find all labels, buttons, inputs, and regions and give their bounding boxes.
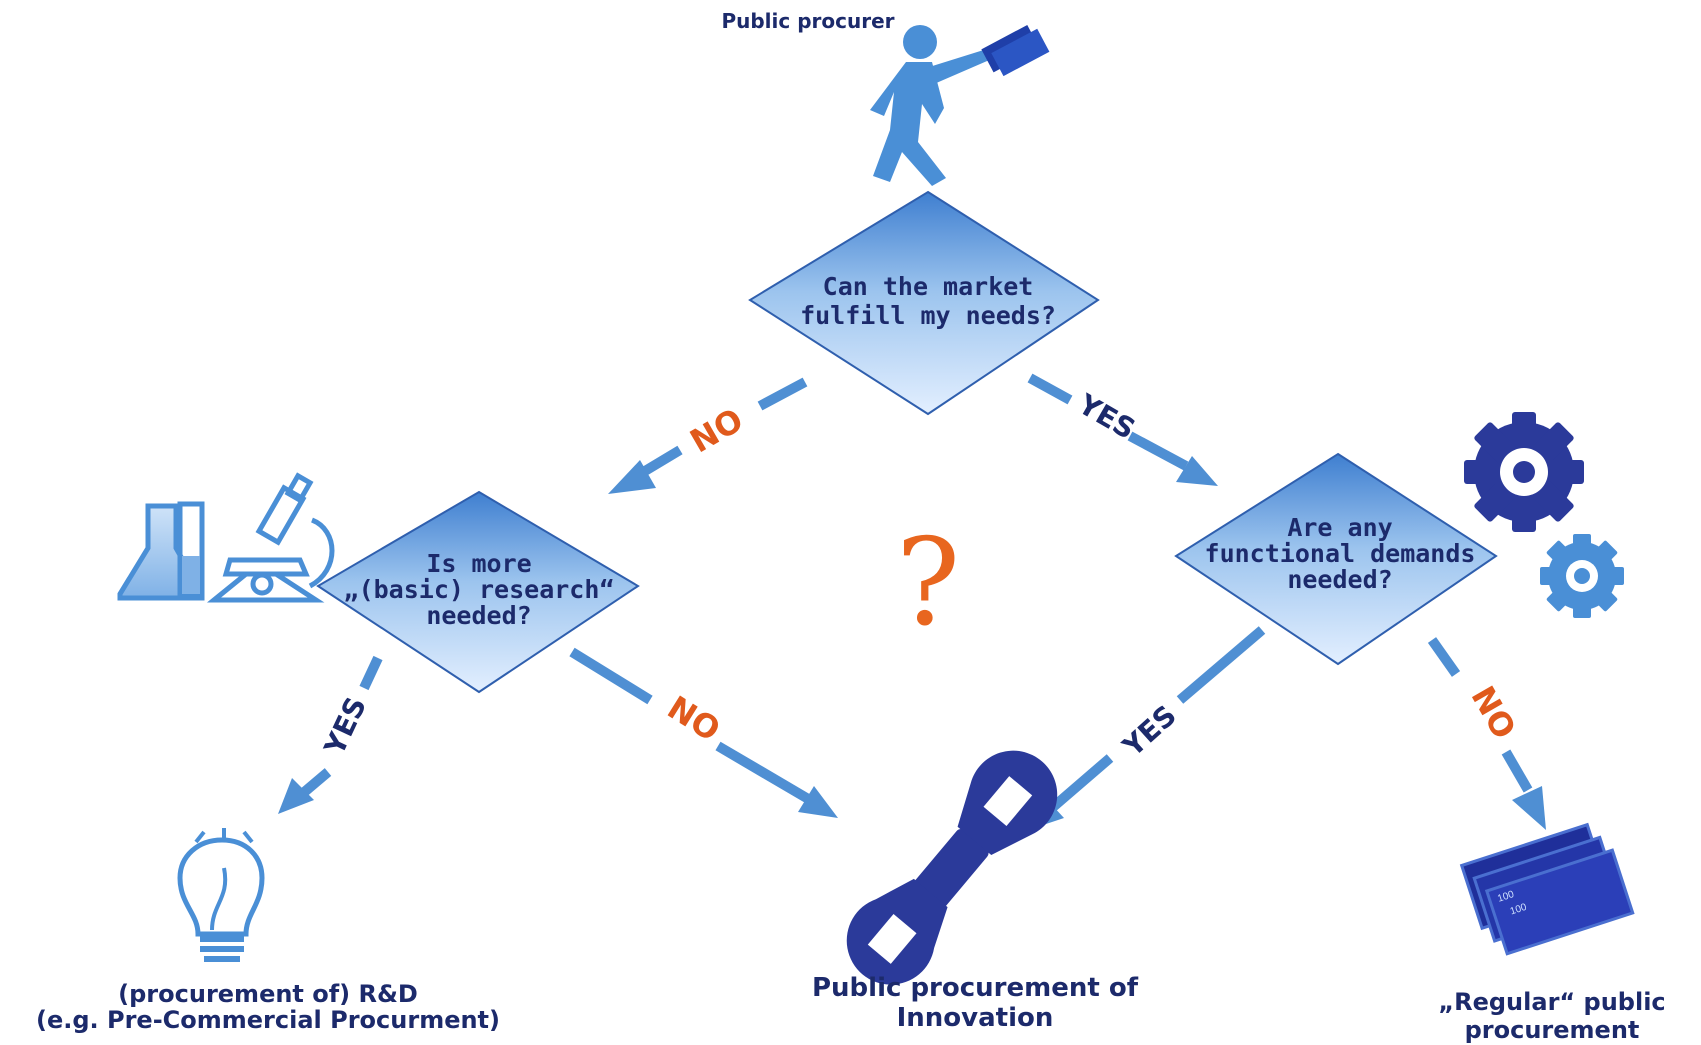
decision-functional: Are any functional demands needed? <box>1174 452 1498 666</box>
arrow-market-no <box>608 377 808 494</box>
decision-market-line-1: Can the market <box>823 272 1034 301</box>
decision-functional-line-2: functional demands <box>1205 539 1476 568</box>
decision-market: Can the market fulfill my needs? <box>748 190 1100 416</box>
outcome-ppi-line-2: Innovation <box>897 1003 1054 1033</box>
label-market-no: NO <box>684 401 750 461</box>
decision-research-line-3: needed? <box>426 601 531 630</box>
outcome-regular-line-1: „Regular“ public <box>1438 988 1665 1016</box>
label-research-no: NO <box>661 688 727 749</box>
decision-research-line-2: „(basic) research“ <box>344 575 615 604</box>
banknote-value-2: 100 <box>1509 902 1529 918</box>
gears-icon <box>1464 412 1624 618</box>
wrench-icon <box>846 750 1058 985</box>
lab-flask-icon <box>117 501 205 601</box>
decision-research: Is more „(basic) research“ needed? <box>316 490 640 694</box>
arrow-research-no <box>569 647 838 818</box>
banknotes-icon: 100 100 <box>1459 822 1635 956</box>
question-mark: ? <box>896 514 960 653</box>
label-functional-yes: YES <box>1116 699 1183 764</box>
outcome-rd-line-1: (procurement of) R&D <box>118 980 418 1008</box>
walking-person-icon <box>870 24 1050 186</box>
banknote-value-1: 100 <box>1496 889 1516 905</box>
lightbulb-icon <box>177 828 265 962</box>
outcome-regular-line-2: procurement <box>1465 1016 1640 1044</box>
label-research-yes: YES <box>317 692 373 761</box>
decision-research-line-1: Is more <box>426 549 531 578</box>
arrow-functional-no <box>1427 637 1546 830</box>
microscope-icon <box>206 472 335 603</box>
arrow-research-yes <box>278 655 383 814</box>
arrow-market-yes <box>1027 373 1218 486</box>
label-functional-no: NO <box>1464 680 1524 746</box>
public-procurer-label: Public procurer <box>721 9 894 33</box>
outcome-ppi-line-1: Public procurement of <box>812 973 1139 1003</box>
outcome-rd-line-2: (e.g. Pre-Commercial Procurment) <box>36 1006 500 1034</box>
decision-functional-line-1: Are any <box>1287 513 1392 542</box>
decision-market-line-2: fulfill my needs? <box>800 301 1056 330</box>
decision-functional-line-3: needed? <box>1287 565 1392 594</box>
